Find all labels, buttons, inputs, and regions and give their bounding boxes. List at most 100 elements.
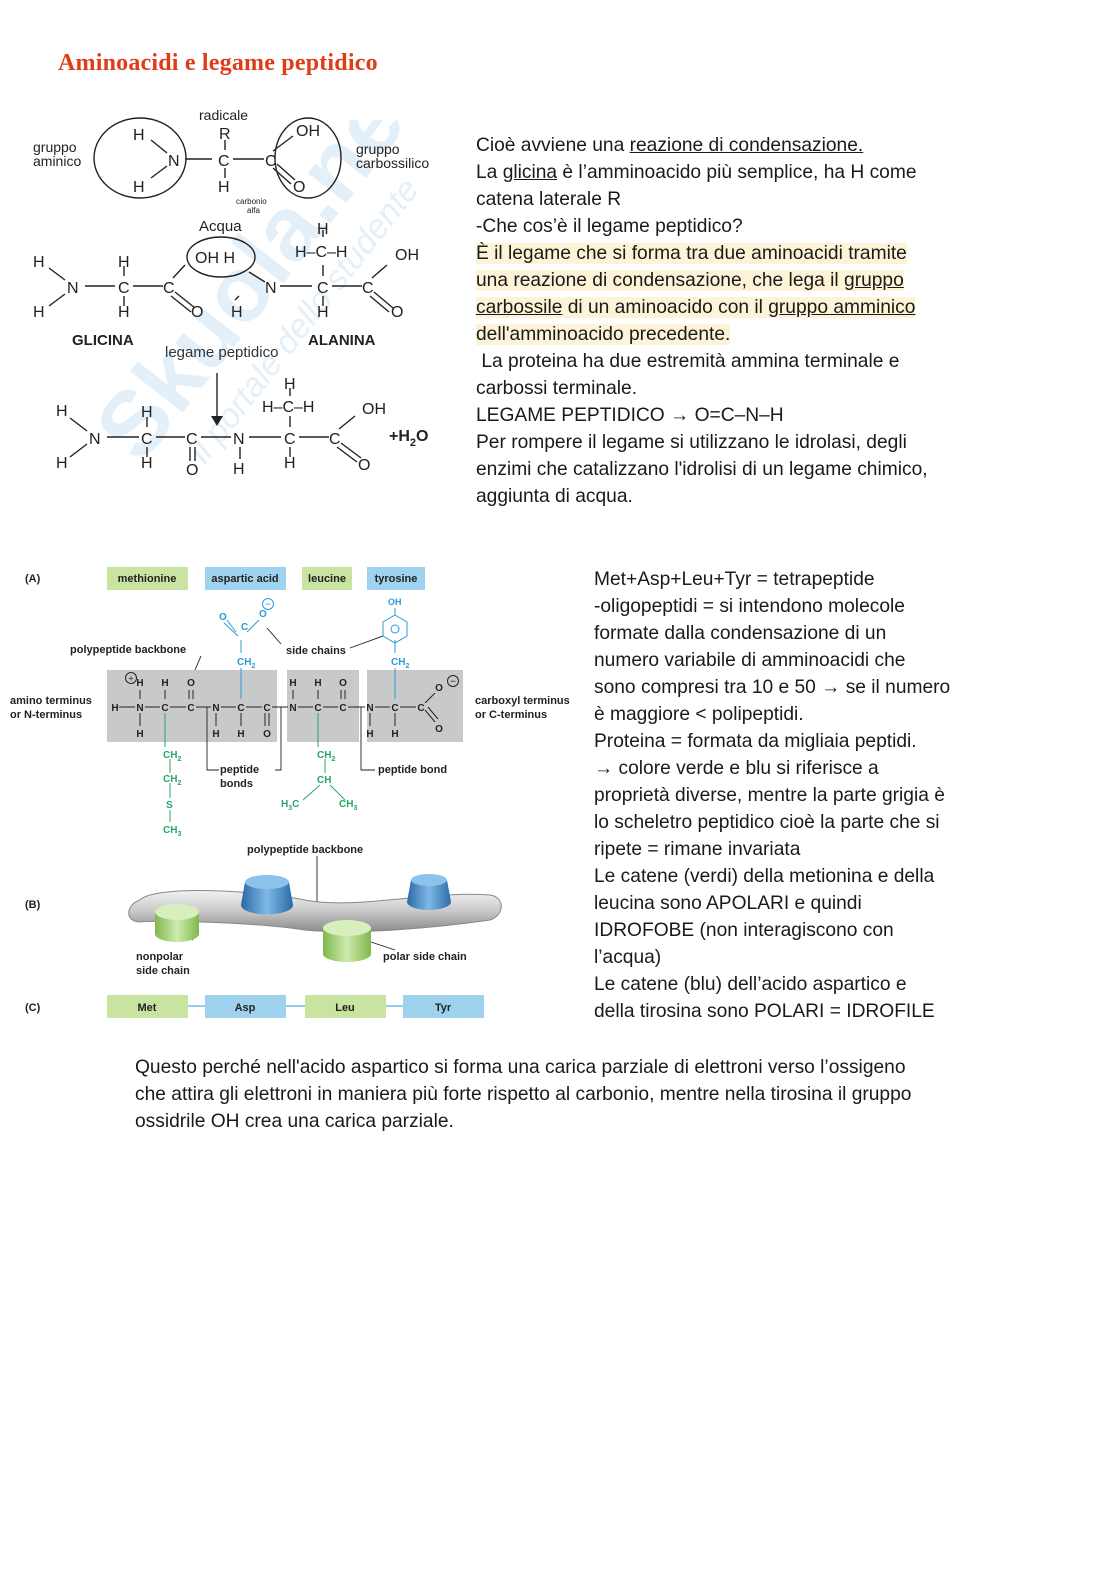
- peptide-bonds-label-2: bonds: [220, 778, 253, 790]
- amino-acid-diagram: radicale R H N H C H C OH O gruppo amini…: [33, 107, 429, 479]
- leucine-label: leucine: [308, 573, 346, 585]
- atom-h: H: [133, 127, 145, 144]
- atom-n: N: [233, 431, 245, 448]
- paragraph-line: ossidrile OH crea una carica parziale.: [135, 1111, 454, 1132]
- note-line: della tirosina sono POLARI = IDROFILE: [594, 1001, 935, 1022]
- atom-n: N: [136, 703, 143, 714]
- note-line: ripete = rimane invariata: [594, 839, 801, 860]
- page-title: Aminoacidi e legame peptidico: [58, 50, 378, 76]
- atom-n: N: [168, 153, 180, 170]
- atom-h: H: [33, 254, 45, 271]
- atom-o: O: [187, 678, 195, 689]
- note-line-highlighted: una reazione di condensazione, che lega …: [476, 270, 904, 291]
- atom-h: H: [233, 461, 245, 478]
- atom-o: O: [339, 678, 347, 689]
- gruppo-aminico-label-1: gruppo: [33, 139, 77, 155]
- carboxyl-terminus-label: carboxyl terminus: [475, 695, 570, 707]
- atom-o: O: [263, 729, 271, 740]
- note-line: La proteina ha due estremità ammina term…: [476, 351, 900, 372]
- seq-leu: Leu: [335, 1002, 355, 1014]
- note-line: Proteina = formata da migliaia peptidi.: [594, 731, 917, 752]
- atom-h: H: [218, 179, 230, 196]
- atom-h: H: [56, 455, 68, 472]
- atom-h: H: [56, 403, 68, 420]
- atom-n: N: [89, 431, 101, 448]
- side-chains-label: side chains: [286, 645, 346, 657]
- note-line: carbossi terminale.: [476, 378, 638, 399]
- atom-c: C: [391, 703, 398, 714]
- glicina-label: GLICINA: [72, 332, 134, 349]
- note-line: aggiunta di acqua.: [476, 486, 633, 507]
- peptide-bond-notes: Cioè avviene una reazione di condensazio…: [476, 132, 928, 510]
- atom-c: C: [263, 703, 270, 714]
- aspartic-acid-label: aspartic acid: [211, 573, 278, 585]
- atom-c: C: [186, 431, 198, 448]
- tetrapeptide-diagram: (A) (B) (C) methionine aspartic acid leu…: [10, 567, 570, 1018]
- seq-asp: Asp: [235, 1002, 256, 1014]
- note-line: è maggiore < polipeptidi.: [594, 704, 804, 725]
- atom-c: C: [237, 703, 244, 714]
- atom-n: N: [366, 703, 373, 714]
- seq-met: Met: [138, 1002, 157, 1014]
- atom-oh: OH: [395, 247, 419, 264]
- leu-side-chain-shape: [323, 920, 371, 962]
- atom-h: H: [366, 729, 373, 740]
- atom-h: H: [133, 179, 145, 196]
- atom-h: H: [161, 678, 168, 689]
- atom-n: N: [289, 703, 296, 714]
- radicale-label: radicale: [199, 107, 248, 123]
- panel-a-label: (A): [25, 573, 41, 585]
- atom-o: O: [435, 724, 443, 735]
- atom-o: O: [293, 179, 305, 196]
- ch2-label: CH2: [163, 774, 181, 787]
- atom-c: C: [218, 153, 230, 170]
- atom-oh: OH: [296, 123, 320, 140]
- panel-b-label: (B): [25, 899, 41, 911]
- paragraph-line: che attira gli elettroni in maniera più …: [135, 1084, 912, 1105]
- atom-o: O: [186, 462, 198, 479]
- nonpolar-side-chain-label: nonpolar: [136, 951, 184, 963]
- tetrapeptide-notes: Met+Asp+Leu+Tyr = tetrapeptide -oligopep…: [594, 566, 950, 1025]
- atom-oh-h: OH H: [195, 250, 235, 267]
- c-terminus-label: or C-terminus: [475, 709, 547, 721]
- atom-c: C: [314, 703, 321, 714]
- note-line: Met+Asp+Leu+Tyr = tetrapeptide: [594, 569, 875, 590]
- atom-h-c-h: H–C–H: [295, 244, 347, 261]
- atom-c: C: [329, 431, 341, 448]
- note-line: leucina sono APOLARI e quindi: [594, 893, 862, 914]
- note-line: lo scheletro peptidico cioè la parte che…: [594, 812, 940, 833]
- atom-h: H: [136, 729, 143, 740]
- positive-charge-icon: +: [128, 674, 133, 684]
- met-side-chain-shape: [155, 904, 199, 942]
- seq-tyr: Tyr: [435, 1002, 452, 1014]
- atom-n: N: [265, 280, 277, 297]
- atom-h: H: [212, 729, 219, 740]
- alanina-label: ALANINA: [308, 332, 376, 349]
- note-line: formate dalla condensazione di un: [594, 623, 887, 644]
- note-line: numero variabile di amminoacidi che: [594, 650, 906, 671]
- nonpolar-side-chain-label-2: side chain: [136, 965, 190, 977]
- polypeptide-backbone-label-b: polypeptide backbone: [247, 844, 363, 856]
- ch3-label: CH3: [339, 799, 357, 812]
- legame-peptidico-label: legame peptidico: [165, 344, 278, 361]
- atom-c: C: [161, 703, 168, 714]
- atom-h-c-h: H–C–H: [262, 399, 314, 416]
- ch3-label: CH3: [163, 825, 181, 838]
- polypeptide-backbone-label: polypeptide backbone: [70, 644, 186, 656]
- note-line: Cioè avviene una reazione di condensazio…: [476, 135, 864, 156]
- atom-h: H: [317, 304, 329, 321]
- note-line: La glicina è l’amminoacido più semplice,…: [476, 162, 917, 183]
- note-line: Le catene (verdi) della metionina e dell…: [594, 866, 935, 887]
- structural-formula-labels: radicale R H N H C H C OH O gruppo amini…: [33, 107, 429, 479]
- n-terminus-label: or N-terminus: [10, 709, 82, 721]
- panel-c-label: (C): [25, 1002, 41, 1014]
- atom-h: H: [118, 304, 130, 321]
- atom-o: O: [391, 304, 403, 321]
- gruppo-aminico-label-2: aminico: [33, 153, 81, 169]
- note-line: Le catene (blu) dell’acido aspartico e: [594, 974, 907, 995]
- atom-h: H: [317, 221, 329, 238]
- atom-c: C: [163, 280, 175, 297]
- peptide-bonds-label: peptide: [220, 764, 259, 776]
- carbonio-alfa-label-1: carbonio: [236, 197, 267, 206]
- atom-h: H: [111, 703, 118, 714]
